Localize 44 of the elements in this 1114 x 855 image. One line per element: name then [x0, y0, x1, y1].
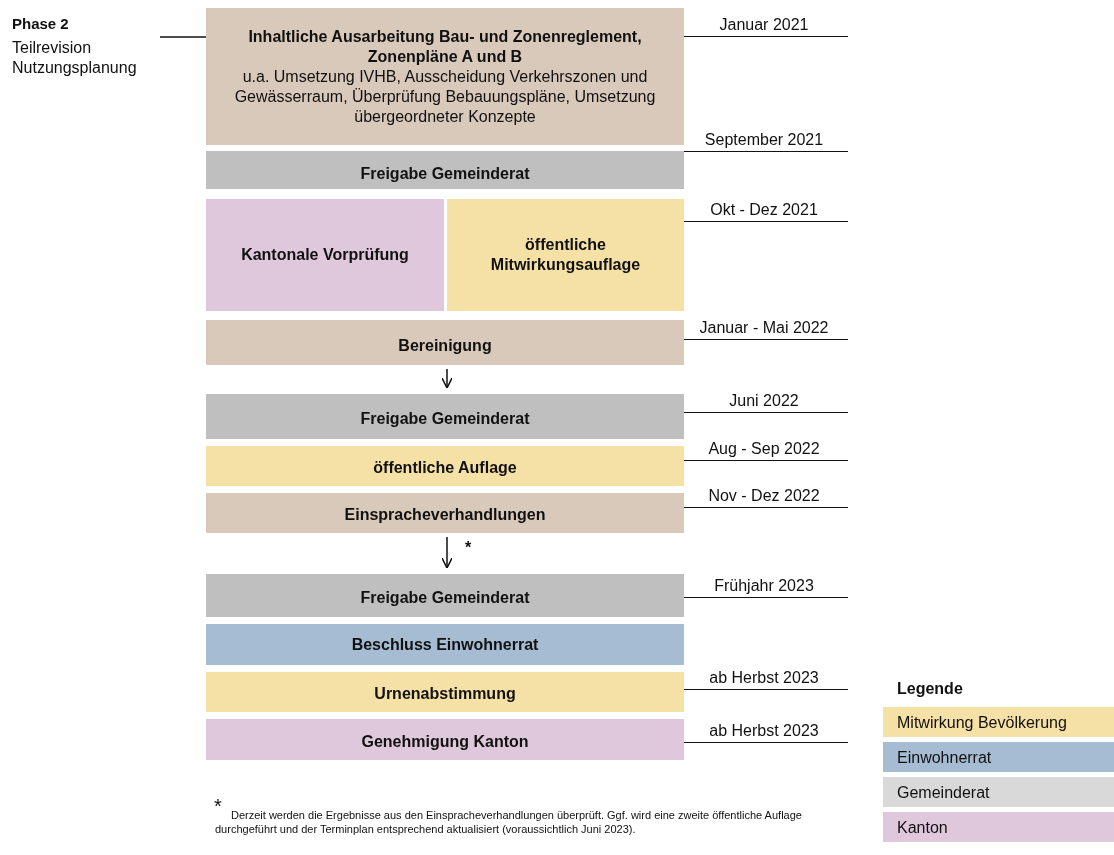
- connector-line: [159, 36, 207, 38]
- date-label: Juni 2022: [684, 391, 848, 413]
- phase-title: Phase 2: [12, 14, 69, 34]
- date-label: Januar 2021: [684, 15, 848, 37]
- legend-label: Mitwirkung Bevölkerung: [897, 713, 1067, 733]
- process-box: [206, 446, 684, 486]
- date-label: September 2021: [684, 130, 848, 152]
- date-label: Nov - Dez 2022: [684, 486, 848, 508]
- process-box: [206, 493, 684, 533]
- process-box: [206, 574, 684, 617]
- box-title: Einspracheverhandlungen: [344, 505, 546, 525]
- process-box: [206, 672, 684, 712]
- process-box: [206, 394, 684, 439]
- process-box: [206, 199, 444, 311]
- box-title: Freigabe Gemeinderat: [360, 587, 530, 608]
- process-box: [206, 624, 684, 665]
- box-title: öffentliche Mitwirkungsauflage: [489, 235, 642, 275]
- process-box: [206, 719, 684, 760]
- legend-label: Kanton: [897, 818, 948, 838]
- box-title: Freigabe Gemeinderat: [360, 164, 530, 184]
- date-label: ab Herbst 2023: [684, 668, 848, 690]
- process-box: [447, 199, 684, 311]
- legend-title: Legende: [897, 680, 963, 698]
- phase-subtitle: Teilrevision Nutzungsplanung: [12, 38, 138, 78]
- box-title: Genehmigung Kanton: [361, 731, 529, 752]
- arrow: [441, 536, 453, 569]
- box-title: Urnenabstimmung: [374, 684, 516, 704]
- box-title: öffentliche Auflage: [373, 458, 517, 478]
- date-label: Okt - Dez 2021: [684, 200, 848, 222]
- box-title: Kantonale Vorprüfung: [241, 245, 409, 265]
- process-box: [206, 151, 684, 189]
- box-title: Bereinigung: [398, 335, 492, 356]
- process-box: [206, 8, 684, 145]
- date-label: Frühjahr 2023: [684, 576, 848, 598]
- date-label: ab Herbst 2023: [684, 721, 848, 743]
- legend-label: Einwohnerrat: [897, 748, 992, 768]
- date-label: Januar - Mai 2022: [684, 318, 848, 340]
- box-title: Freigabe Gemeinderat: [360, 408, 530, 429]
- date-label: Aug - Sep 2022: [684, 439, 848, 461]
- arrow: [441, 368, 453, 389]
- box-title: Beschluss Einwohnerrat: [351, 634, 539, 655]
- process-box: [206, 320, 684, 365]
- box-description: u.a. Umsetzung IVHB, Ausscheidung Verkehrszonen und Gewässerraum, Überprüfung Bebauungspläne, Umsetzung übergeordneter Konzepte: [233, 66, 657, 127]
- legend-label: Gemeinderat: [897, 783, 990, 803]
